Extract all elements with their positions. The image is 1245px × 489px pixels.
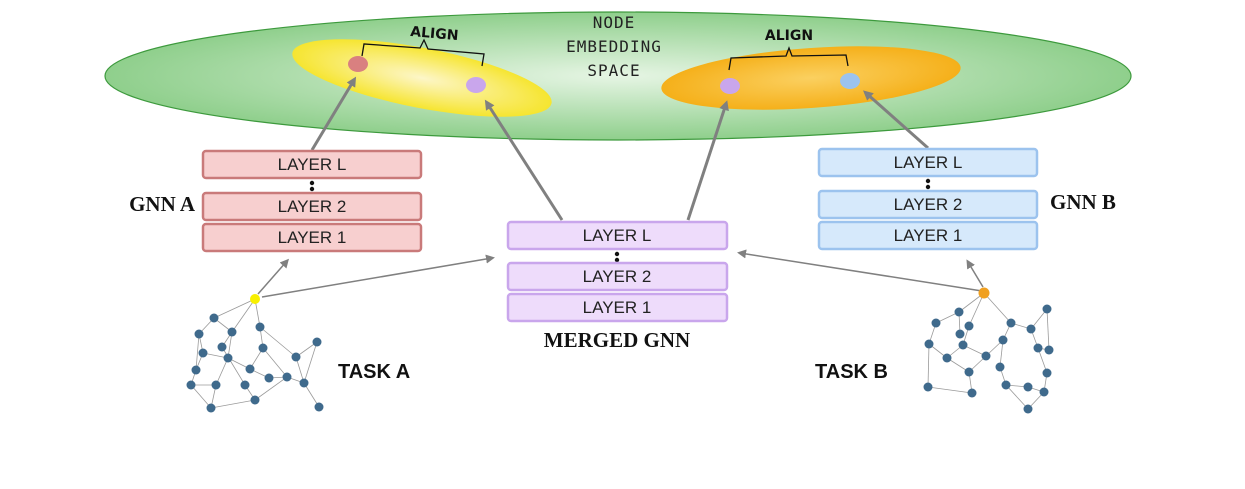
task-a-source-node xyxy=(250,294,260,304)
task-b-source-node xyxy=(978,287,990,299)
gnn-a-layer-l-label: LAYER L xyxy=(278,155,347,174)
arrow-gnn-a-to-space xyxy=(310,76,357,151)
task-b-graph xyxy=(927,292,1050,410)
merged-gnn-layer-l-label: LAYER L xyxy=(583,226,652,245)
embedding-space-label-2: EMBEDDING xyxy=(566,37,662,56)
embedding-space-label-1: NODE xyxy=(593,13,636,32)
merged-gnn-title: MERGED GNN xyxy=(544,328,690,352)
embedding-space-label-3: SPACE xyxy=(587,61,640,80)
gnn-a-layer-2 xyxy=(201,191,423,222)
task-a-graph xyxy=(190,298,320,409)
gnn-b-layer-2 xyxy=(817,189,1039,220)
task-a-label: TASK A xyxy=(338,361,410,383)
gnn-a-stack: LAYER L LAYER 2 LAYER 1 xyxy=(201,149,423,253)
gnn-a-layer-1-label: LAYER 1 xyxy=(278,228,347,247)
gnn-b-stack: LAYER L LAYER 2 LAYER 1 xyxy=(817,147,1039,251)
merged-gnn-layer-2 xyxy=(506,261,729,292)
task-a-graph-nodes xyxy=(186,313,324,413)
arrow-task-a-to-gnn-a xyxy=(257,258,289,295)
merged-gnn-layer-2-label: LAYER 2 xyxy=(583,267,652,286)
cluster-task-b xyxy=(661,46,961,110)
task-b-label: TASK B xyxy=(815,361,888,383)
gnn-b-layer-1-label: LAYER 1 xyxy=(894,226,963,245)
align-brace-right xyxy=(728,46,849,71)
arrow-task-b-to-gnn-b xyxy=(966,259,984,288)
arrow-task-a-to-merged xyxy=(261,254,495,298)
align-brace-left xyxy=(361,38,485,67)
arrow-gnn-b-to-space xyxy=(863,90,929,150)
gnn-b-layer-1 xyxy=(817,220,1039,251)
merged-gnn-layer-1 xyxy=(506,292,729,323)
gnn-b-layer-l-label: LAYER L xyxy=(894,153,963,172)
align-label-right: ALIGN xyxy=(765,28,813,44)
gnn-a-layer-1 xyxy=(201,222,423,253)
arrow-merged-to-space-a xyxy=(484,99,564,221)
gnn-b-title: GNN B xyxy=(1050,190,1116,214)
align-label-left: ALIGN xyxy=(410,24,459,44)
embedding-point-merged-a xyxy=(466,77,486,93)
embedding-point-gnn-a xyxy=(348,56,368,72)
merged-gnn-layer-l xyxy=(506,220,729,251)
embedding-point-merged-b xyxy=(720,78,740,94)
gnn-b-layer-l xyxy=(817,147,1039,178)
task-b-graph-nodes xyxy=(923,304,1054,414)
embedding-point-gnn-b xyxy=(840,73,860,89)
merged-gnn-stack: LAYER L LAYER 2 LAYER 1 xyxy=(506,220,729,323)
arrow-merged-to-space-b xyxy=(686,100,729,221)
arrow-task-b-to-merged xyxy=(737,249,983,292)
gnn-a-layer-l xyxy=(201,149,423,180)
merged-gnn-layer-1-label: LAYER 1 xyxy=(583,298,652,317)
gnn-b-layer-2-label: LAYER 2 xyxy=(894,195,963,214)
gnn-a-title: GNN A xyxy=(129,192,196,216)
gnn-a-layer-2-label: LAYER 2 xyxy=(278,197,347,216)
